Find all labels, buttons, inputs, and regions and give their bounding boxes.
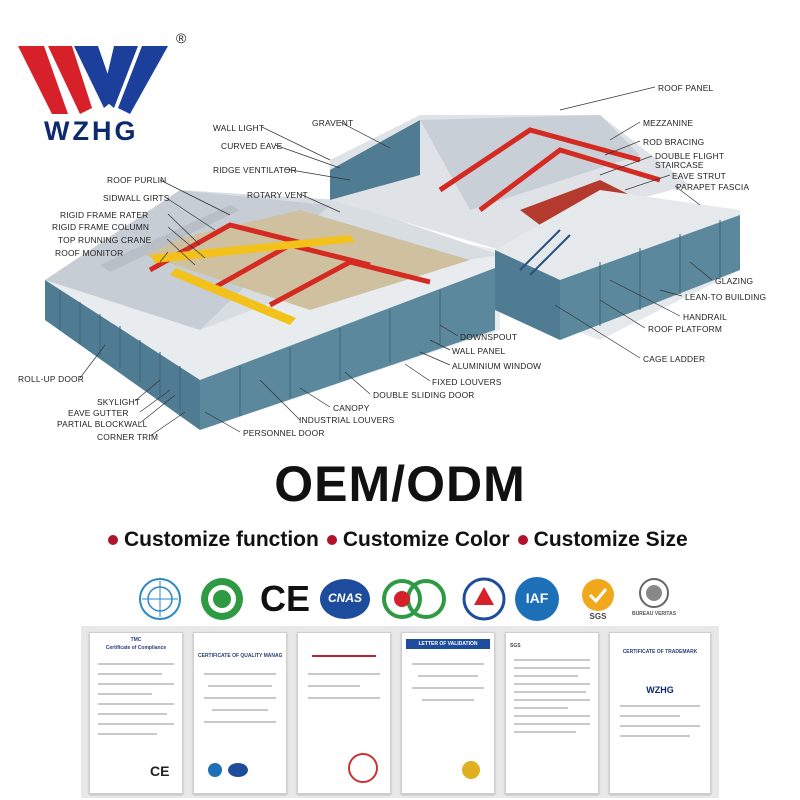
label-partial-blockwall: PARTIAL BLOCKWALL <box>57 419 148 429</box>
label-roll-up-door: ROLL-UP DOOR <box>18 374 85 384</box>
feature-label: Customize function <box>124 528 319 551</box>
feature-customize-color: Customize Color <box>326 528 510 552</box>
green-seal-icon <box>201 578 243 620</box>
label-industrial-louvers: INDUSTRIAL LOUVERS <box>299 415 395 425</box>
certification-logos: CE CNAS IAF SGS BUREAU VERITAS <box>130 575 676 623</box>
feature-customize-size: Customize Size <box>517 528 688 552</box>
label-roof-purlin: ROOF PURLIN <box>107 175 167 185</box>
bv-text: BUREAU VERITAS <box>631 611 677 617</box>
sgs-icon: SGS <box>574 575 622 623</box>
label-roof-platform: ROOF PLATFORM <box>648 324 723 334</box>
label-rotary-vent: ROTARY VENT <box>247 190 308 200</box>
iaf-icon: IAF <box>510 575 564 623</box>
label-wall-light: WALL LIGHT <box>213 123 265 133</box>
label-eave-gutter: EAVE GUTTER <box>68 408 129 418</box>
oem-odm-headline: OEM/ODM <box>274 456 526 512</box>
cqc-icon <box>382 579 446 619</box>
bullet-icon <box>108 535 118 545</box>
label-canopy: CANOPY <box>333 403 370 413</box>
label-downspout: DOWNSPOUT <box>460 332 518 342</box>
label-parapet-fascia: PARAPET FASCIA <box>676 182 750 192</box>
brand-name: WZHG <box>44 116 139 146</box>
sgs-text: SGS <box>589 612 607 621</box>
label-mezzanine: MEZZANINE <box>643 118 694 128</box>
label-double-flight: DOUBLE FLIGHT <box>655 151 725 161</box>
label-double-sliding-door: DOUBLE SLIDING DOOR <box>373 390 475 400</box>
doc-header: TMC <box>130 637 142 643</box>
bullet-icon <box>326 535 337 545</box>
label-eave-strut: EAVE STRUT <box>672 171 726 181</box>
certificate-of-compliance: TMC Certificate of Compliance CE <box>89 632 183 794</box>
label-roof-monitor: ROOF MONITOR <box>55 248 124 258</box>
ce-mark-icon: CE <box>260 578 311 619</box>
trademark-certificate: CERTIFICATE OF TRADEMARK WZHG <box>609 632 711 794</box>
label-glazing: GLAZING <box>715 276 754 286</box>
doc-title: LETTER OF VALIDATION <box>418 641 478 647</box>
doc-title: CERTIFICATE OF TRADEMARK <box>622 649 698 655</box>
bureau-veritas-icon: BUREAU VERITAS <box>630 575 678 623</box>
label-sidwall-girts: SIDWALL GIRTS <box>103 193 170 203</box>
cnas-text: CNAS <box>327 591 362 605</box>
iaf-text: IAF <box>525 590 549 606</box>
feature-label: Customize Color <box>342 528 510 551</box>
bullet-icon <box>517 535 528 545</box>
label-skylight: SKYLIGHT <box>97 397 141 407</box>
label-personnel-door: PERSONNEL DOOR <box>243 428 325 438</box>
chinese-certificate <box>297 632 391 794</box>
doc-header: WZHG <box>646 685 674 695</box>
wzhg-logo-mark <box>18 46 168 114</box>
label-fixed-louvers: FIXED LOUVERS <box>432 377 502 387</box>
doc-header: SGS <box>510 643 521 649</box>
cnas-icon: CNAS <box>318 575 372 623</box>
feature-label: Customize Size <box>533 528 688 551</box>
quality-management-certificate: CERTIFICATE OF QUALITY MANAGEMENT SYSTEM <box>193 632 287 794</box>
registered-mark: ® <box>176 30 187 46</box>
label-top-running-crane: TOP RUNNING CRANE <box>58 235 152 245</box>
un-emblem-icon <box>139 578 181 620</box>
label-rod-bracing: ROD BRACING <box>643 137 705 147</box>
sgs-report: SGS <box>505 632 599 794</box>
label-wall-panel: WALL PANEL <box>452 346 506 356</box>
doc-title: CERTIFICATE OF QUALITY MANAGEMENT SYSTEM <box>198 653 282 659</box>
label-rigid-frame-rater: RIGID FRAME RATER <box>60 210 149 220</box>
label-curved-eave: CURVED EAVE <box>221 141 283 151</box>
label-gravent: GRAVENT <box>312 118 354 128</box>
certificate-documents: TMC Certificate of Compliance CE CERTIFI… <box>81 626 719 798</box>
label-corner-trim: CORNER TRIM <box>97 432 159 442</box>
label-lean-to-building: LEAN-TO BUILDING <box>685 292 767 302</box>
letter-of-validation: LETTER OF VALIDATION <box>401 632 495 794</box>
customization-features: Customize function Customize Color Custo… <box>108 528 688 552</box>
label-ridge-ventilator: RIDGE VENTILATOR <box>213 165 297 175</box>
label-cage-ladder: CAGE LADDER <box>643 354 706 364</box>
label-handrail: HANDRAIL <box>683 312 727 322</box>
eagle-seal-icon <box>462 577 506 621</box>
label-staircase: STAIRCASE <box>655 160 704 170</box>
label-rigid-frame-column: RIGID FRAME COLUMN <box>52 222 150 232</box>
feature-customize-function: Customize function <box>108 528 319 552</box>
ce-mark-icon: CE <box>150 763 170 779</box>
label-roof-panel: ROOF PANEL <box>658 83 714 93</box>
doc-title: Certificate of Compliance <box>105 645 167 651</box>
label-aluminium-window: ALUMINIUM WINDOW <box>452 361 542 371</box>
steel-building-illustration <box>45 86 740 437</box>
